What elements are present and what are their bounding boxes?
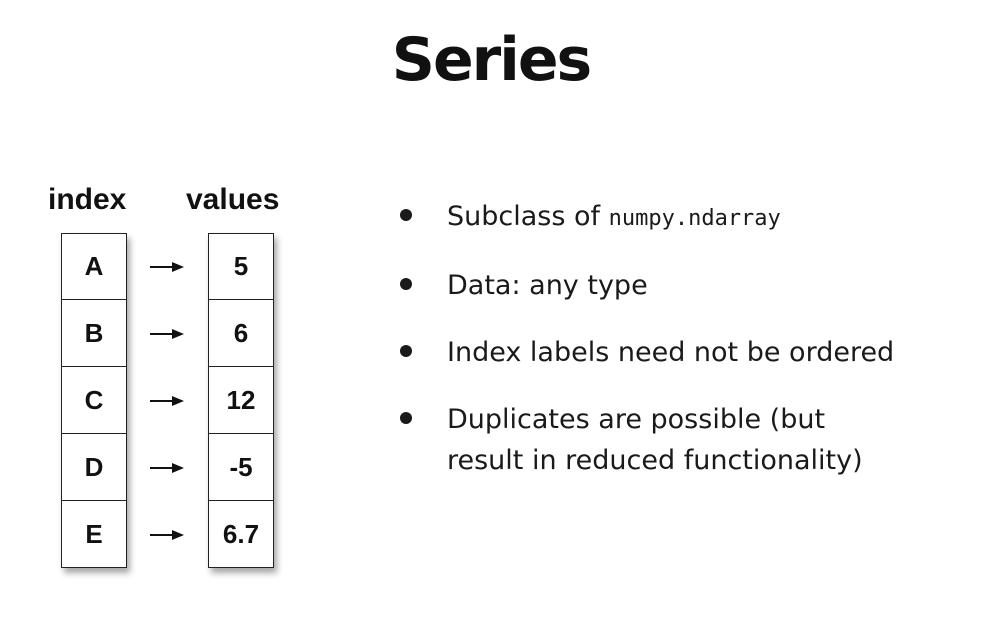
bullet-text: Duplicates are possible (but result in r… — [447, 404, 863, 476]
bullet-item: Subclass of numpy.ndarray — [400, 196, 960, 239]
bullet-dot-icon — [400, 345, 412, 357]
bullet-dot-icon — [400, 209, 412, 221]
values-column: 5 6 12 -5 6.7 — [208, 233, 274, 568]
bullet-dot-icon — [400, 412, 412, 424]
bullet-item: Data: any type — [400, 265, 960, 306]
index-cell: D — [61, 434, 127, 501]
slide-title: Series — [391, 25, 592, 95]
value-cell: 5 — [208, 233, 274, 300]
index-cell: C — [61, 367, 127, 434]
bullet-dot-icon — [400, 278, 412, 290]
bullet-list: Subclass of numpy.ndarray Data: any type… — [400, 196, 960, 507]
mapping-arrows — [146, 233, 188, 568]
value-cell: 6.7 — [208, 501, 274, 568]
bullet-item: Duplicates are possible (but result in r… — [400, 399, 887, 481]
index-cell: B — [61, 300, 127, 367]
index-cell: A — [61, 233, 127, 300]
index-cell: E — [61, 501, 127, 568]
right-arrow-icon — [146, 233, 188, 300]
value-cell: -5 — [208, 434, 274, 501]
value-cell: 12 — [208, 367, 274, 434]
right-arrow-icon — [146, 434, 188, 501]
index-column-header: index — [48, 183, 127, 216]
bullet-item: Index labels need not be ordered — [400, 332, 960, 373]
right-arrow-icon — [146, 501, 188, 568]
value-cell: 6 — [208, 300, 274, 367]
index-column: A B C D E — [61, 233, 127, 568]
bullet-text: Data: any type — [447, 270, 648, 301]
values-column-header: values — [186, 183, 280, 216]
bullet-text: Index labels need not be ordered — [447, 337, 895, 368]
bullet-text: Subclass of — [447, 201, 609, 232]
bullet-code: numpy.ndarray — [608, 206, 781, 231]
right-arrow-icon — [146, 300, 188, 367]
right-arrow-icon — [146, 367, 188, 434]
